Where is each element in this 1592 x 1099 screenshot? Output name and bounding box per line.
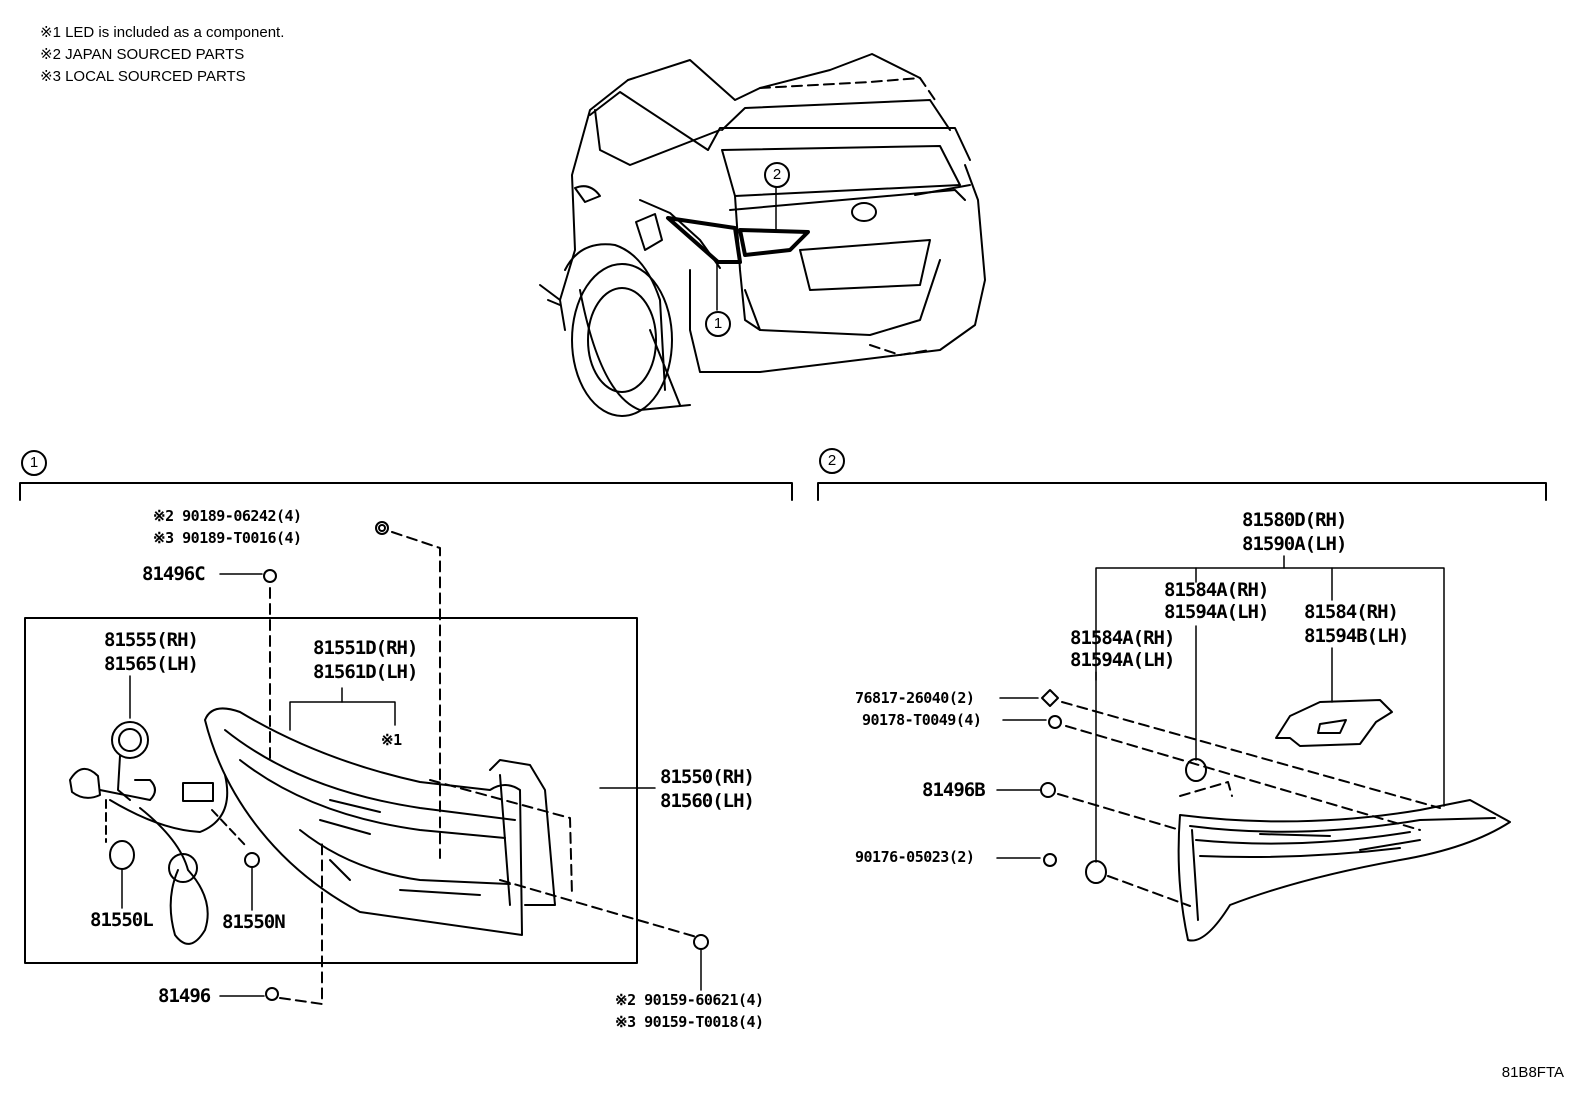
label-bolt-local: ※3 90189-T0016(4) [153, 529, 302, 547]
vehicle-rear-illustration [539, 53, 986, 417]
label-nut-90178: 90178-T0049(4) [862, 711, 982, 729]
label-gasket-a-lh: 81594A(LH) [1164, 601, 1269, 623]
label-socket-rh: 81555(RH) [104, 629, 199, 651]
label-81496c: 81496C [142, 563, 206, 585]
label-gasket-b-lh: 81594A(LH) [1070, 649, 1175, 671]
note-local-sourced: ※3 LOCAL SOURCED PARTS [40, 68, 246, 85]
label-bulb-81550l: 81550L [90, 909, 154, 931]
label-bulb-81550n: 81550N [222, 911, 286, 933]
section-1-marker: 1 [21, 450, 47, 476]
callout-2-vehicle: 2 [764, 162, 790, 188]
label-led-note: ※1 [381, 731, 402, 749]
label-s2-assy-rh: 81580D(RH) [1242, 509, 1347, 531]
label-nut-japan: ※2 90159-60621(4) [615, 991, 764, 1009]
label-lens-lh: 81561D(LH) [313, 661, 418, 683]
label-s2-assy-lh: 81590A(LH) [1242, 533, 1347, 555]
section-1-drawing [19, 482, 793, 1005]
note-led: ※1 LED is included as a component. [40, 24, 285, 41]
label-gasket-a-rh: 81584A(RH) [1164, 579, 1269, 601]
label-gasket-c-lh: 81594B(LH) [1304, 625, 1409, 647]
label-gasket-b-rh: 81584A(RH) [1070, 627, 1175, 649]
section-2-drawing [817, 482, 1547, 942]
label-assy-rh: 81550(RH) [660, 766, 755, 788]
label-nut-90176: 90176-05023(2) [855, 848, 975, 866]
label-lens-rh: 81551D(RH) [313, 637, 418, 659]
figure-code: 81B8FTA [1501, 1064, 1564, 1081]
label-socket-lh: 81565(LH) [104, 653, 199, 675]
label-gasket-c-rh: 81584(RH) [1304, 601, 1399, 623]
label-nut-local: ※3 90159-T0018(4) [615, 1013, 764, 1031]
label-81496: 81496 [158, 985, 211, 1007]
label-81496b: 81496B [922, 779, 986, 801]
section-2-marker: 2 [819, 448, 845, 474]
note-japan-sourced: ※2 JAPAN SOURCED PARTS [40, 46, 245, 63]
label-assy-lh: 81560(LH) [660, 790, 755, 812]
callout-1-vehicle: 1 [705, 311, 731, 337]
label-clip: 76817-26040(2) [855, 689, 975, 707]
label-bolt-japan: ※2 90189-06242(4) [153, 507, 302, 525]
